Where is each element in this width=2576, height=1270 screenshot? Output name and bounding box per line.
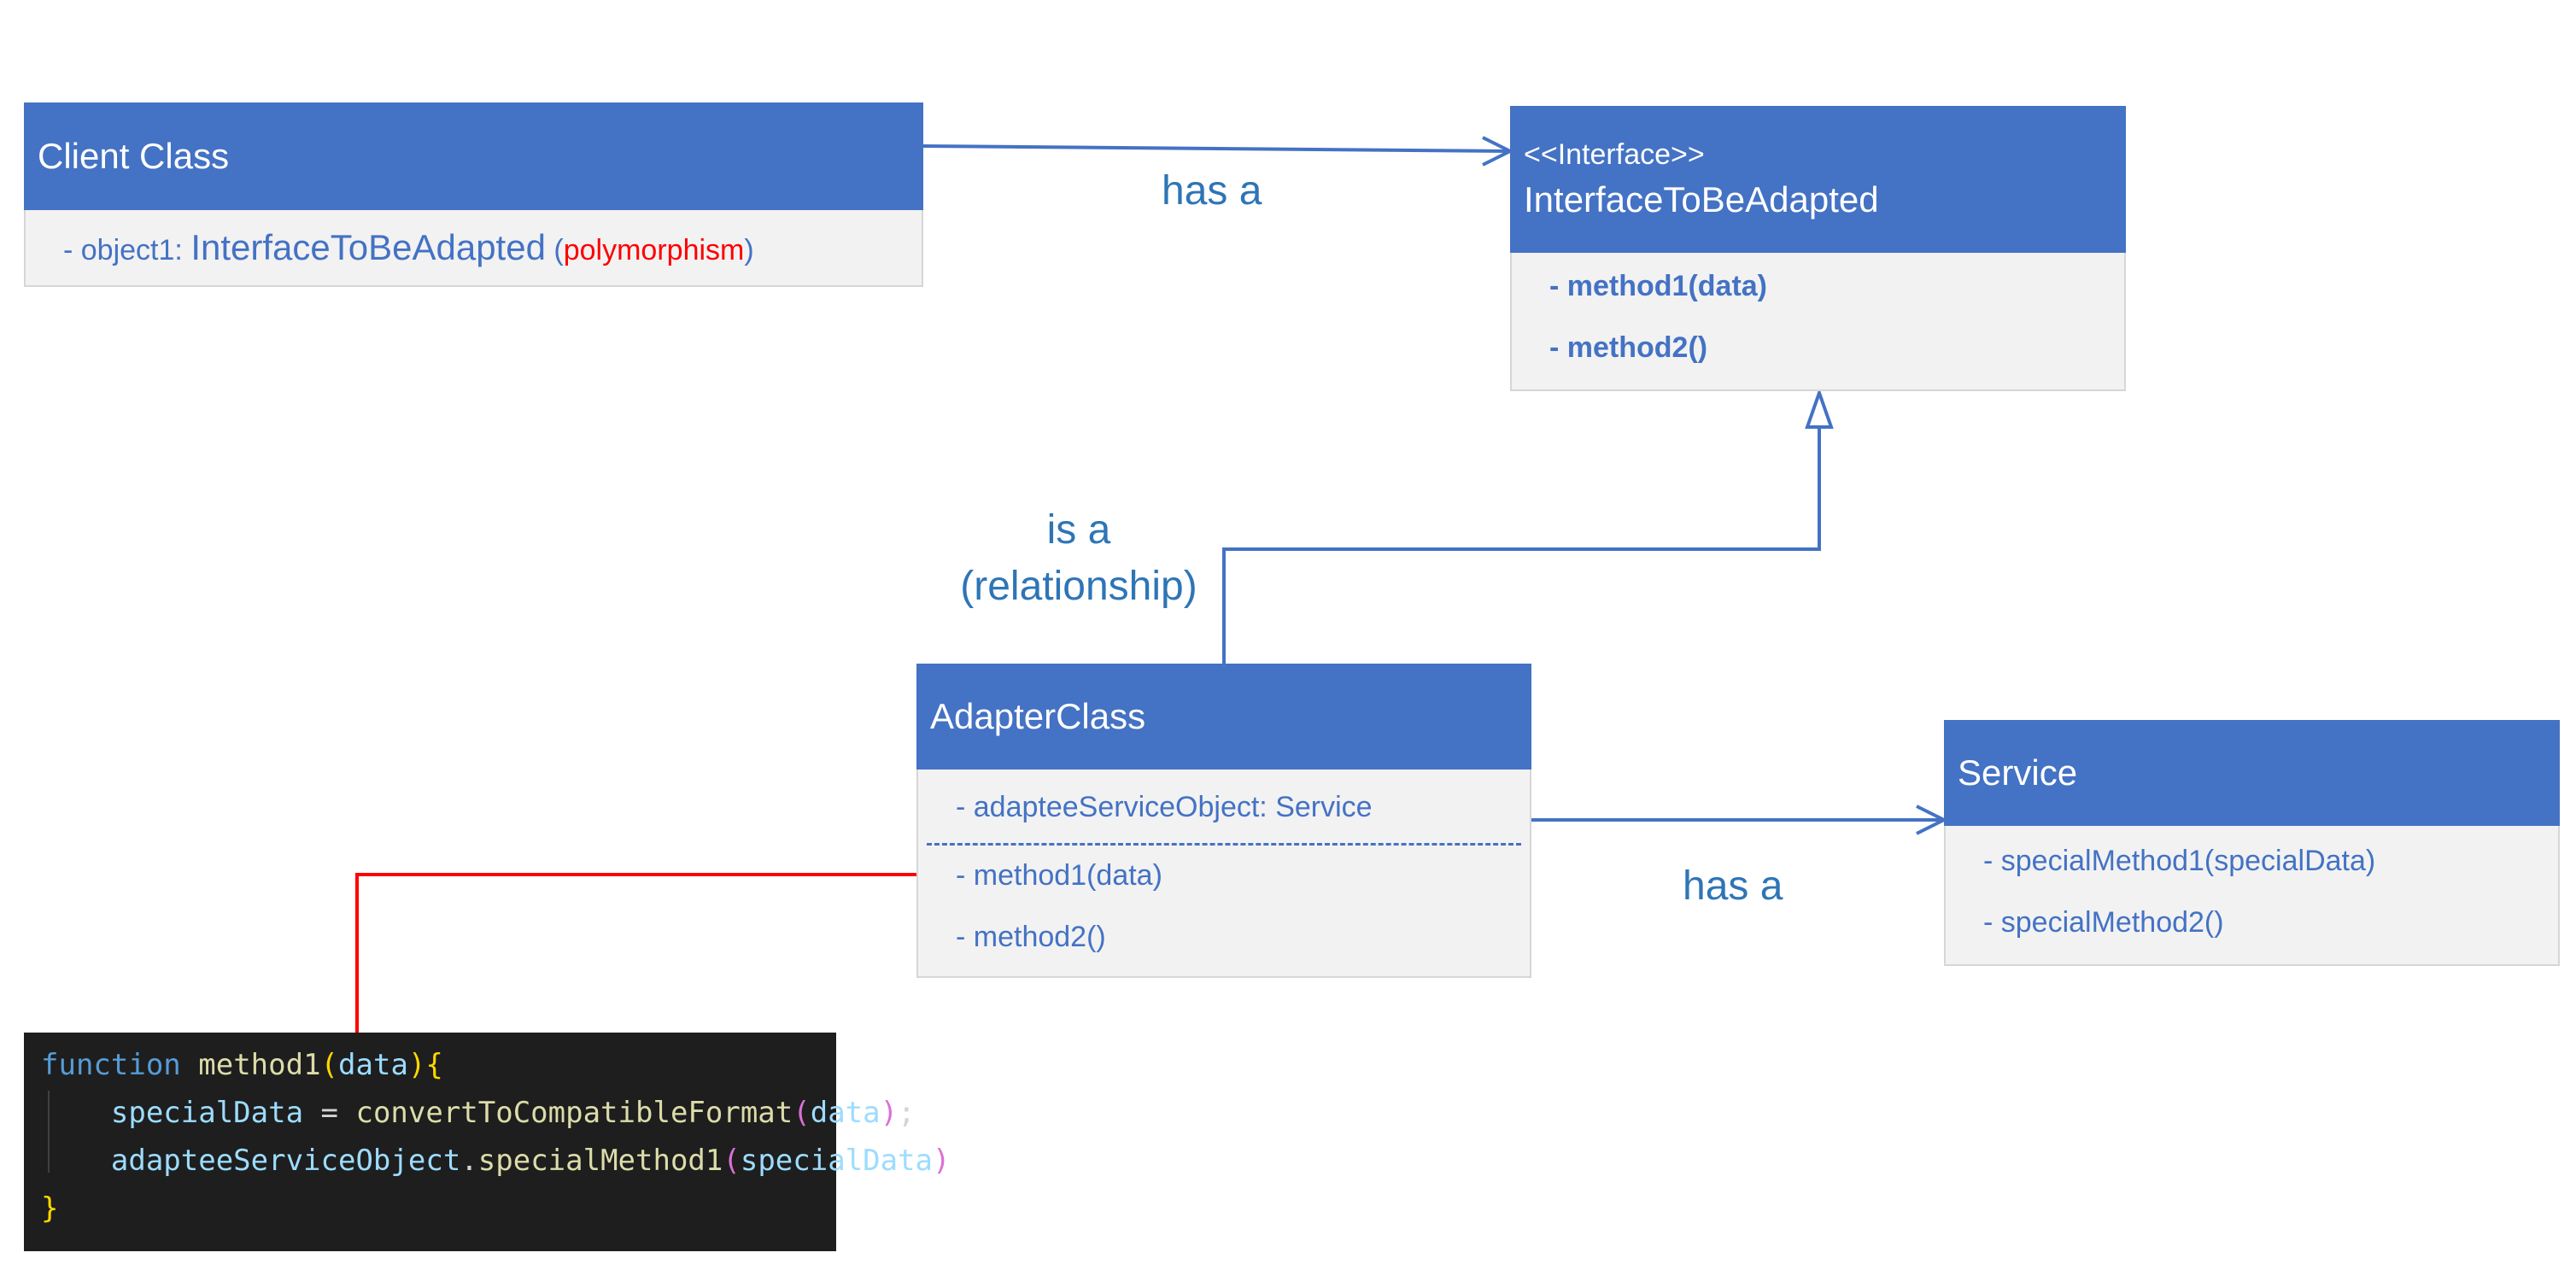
client-class-title: Client Class — [38, 135, 230, 176]
client-attribute-note: polymorphism — [563, 234, 745, 266]
is-a-label-line1: is a — [1046, 507, 1111, 553]
is-a-label-line2: (relationship) — [960, 564, 1197, 609]
service-class-header: Service — [1944, 720, 2560, 826]
client-has-a-arrow — [922, 144, 1511, 153]
interface-class-title: InterfaceToBeAdapted — [1524, 179, 1879, 220]
interface-class[interactable]: <<Interface>> InterfaceToBeAdapted - met… — [1510, 106, 2126, 391]
service-method-2: - specialMethod2() — [1983, 906, 2224, 939]
adapter-attribute: - adapteeServiceObject: Service — [956, 791, 1373, 823]
client-class-body: - object1: InterfaceToBeAdapted (polymor… — [24, 210, 923, 287]
indent-guide — [48, 1091, 50, 1173]
adapter-class-body: - adapteeServiceObject: Service - method… — [916, 770, 1531, 978]
client-attribute: - object1: InterfaceToBeAdapted (polymor… — [63, 227, 754, 268]
client-attribute-type: InterfaceToBeAdapted — [190, 227, 546, 267]
service-class[interactable]: Service - specialMethod1(specialData) - … — [1944, 720, 2560, 966]
client-class-header: Client Class — [24, 102, 923, 210]
adapter-class[interactable]: AdapterClass - adapteeServiceObject: Ser… — [916, 664, 1531, 978]
adapter-method-1: - method1(data) — [956, 859, 1162, 892]
client-attribute-prefix: - object1: — [63, 234, 191, 266]
adapter-class-header: AdapterClass — [916, 664, 1531, 770]
adapter-divider — [927, 843, 1521, 846]
code-line-4: } — [41, 1191, 59, 1226]
interface-method-2: - method2() — [1549, 331, 1708, 364]
service-class-body: - specialMethod1(specialData) - specialM… — [1944, 826, 2560, 966]
has-a-label-bottom: has a — [1683, 863, 1783, 909]
code-line-1: function method1(data){ — [41, 1048, 443, 1082]
code-note-connector — [355, 873, 916, 1033]
code-line-2: specialData = convertToCompatibleFormat(… — [110, 1096, 916, 1130]
client-attribute-paren-close: ) — [744, 234, 754, 266]
adapter-class-title: AdapterClass — [930, 695, 1146, 736]
interface-class-body: - method1(data) - method2() — [1510, 253, 2126, 391]
client-attribute-paren-open: ( — [553, 234, 564, 266]
interface-class-header: <<Interface>> InterfaceToBeAdapted — [1510, 106, 2126, 253]
code-snippet: function method1(data){ specialData = co… — [24, 1033, 951, 1251]
interface-method-1: - method1(data) — [1549, 270, 1767, 302]
code-line-3: adapteeServiceObject.specialMethod1(spec… — [110, 1144, 951, 1178]
interface-stereotype: <<Interface>> — [1524, 138, 1705, 172]
client-class[interactable]: Client Class - object1: InterfaceToBeAda… — [24, 102, 923, 287]
has-a-label-top: has a — [1162, 168, 1262, 214]
adapter-method-2: - method2() — [956, 921, 1106, 953]
adapter-is-a-line — [1222, 427, 1821, 664]
is-a-label: is a (relationship) — [946, 502, 1211, 615]
inheritance-triangle — [1805, 387, 1834, 429]
service-class-title: Service — [1958, 752, 2078, 793]
service-method-1: - specialMethod1(specialData) — [1983, 845, 2376, 877]
